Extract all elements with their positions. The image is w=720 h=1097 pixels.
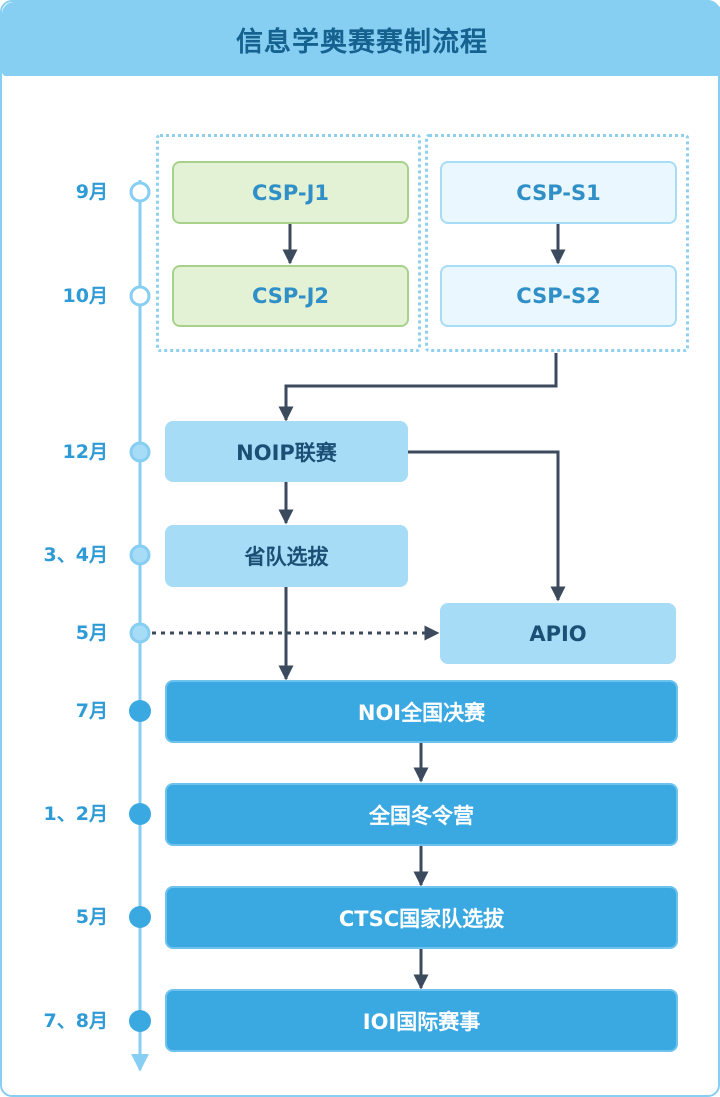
timeline-dot-jul-aug bbox=[129, 1010, 151, 1032]
csp-j-group bbox=[156, 134, 421, 352]
month-label: 1、2月 bbox=[43, 803, 108, 825]
timeline-dot-dec bbox=[129, 441, 151, 463]
month-label: 9月 bbox=[75, 181, 108, 203]
stage-winter-camp: 全国冬令营 bbox=[165, 783, 678, 846]
stage-apio: APIO bbox=[440, 603, 676, 664]
month-label: 7、8月 bbox=[43, 1010, 108, 1032]
timeline-dot-oct bbox=[129, 285, 151, 307]
timeline-dot-may-2 bbox=[129, 906, 151, 928]
stage-provincial-selection: 省队选拔 bbox=[165, 525, 408, 587]
arrow-noip-to-apio bbox=[407, 450, 566, 602]
month-label: 5月 bbox=[75, 622, 108, 644]
timeline-dot-sep bbox=[129, 181, 151, 203]
stage-ioi: IOI国际赛事 bbox=[165, 989, 678, 1052]
month-label: 5月 bbox=[75, 906, 108, 928]
timeline-dot-may bbox=[129, 622, 151, 644]
timeline-dot-jul bbox=[129, 700, 151, 722]
stage-csp-j2: CSP-J2 bbox=[172, 265, 409, 327]
month-label: 10月 bbox=[62, 285, 108, 307]
title-banner: 信息学奥赛赛制流程 bbox=[2, 2, 720, 76]
stage-ctsc: CTSC国家队选拔 bbox=[165, 886, 678, 949]
arrow-s2-to-noip bbox=[278, 353, 558, 422]
stage-noi-final: NOI全国决赛 bbox=[165, 680, 678, 743]
stage-noip: NOIP联赛 bbox=[165, 421, 408, 482]
stage-csp-s2: CSP-S2 bbox=[440, 265, 677, 327]
csp-s-group bbox=[425, 134, 689, 352]
timeline-dot-jan-feb bbox=[129, 803, 151, 825]
month-label: 7月 bbox=[75, 700, 108, 722]
month-label: 12月 bbox=[62, 441, 108, 463]
stage-csp-j1: CSP-J1 bbox=[172, 161, 409, 224]
stage-csp-s1: CSP-S1 bbox=[440, 161, 677, 224]
timeline-dot-mar-apr bbox=[129, 544, 151, 566]
month-label: 3、4月 bbox=[43, 544, 108, 566]
page-title: 信息学奥赛赛制流程 bbox=[236, 26, 488, 58]
